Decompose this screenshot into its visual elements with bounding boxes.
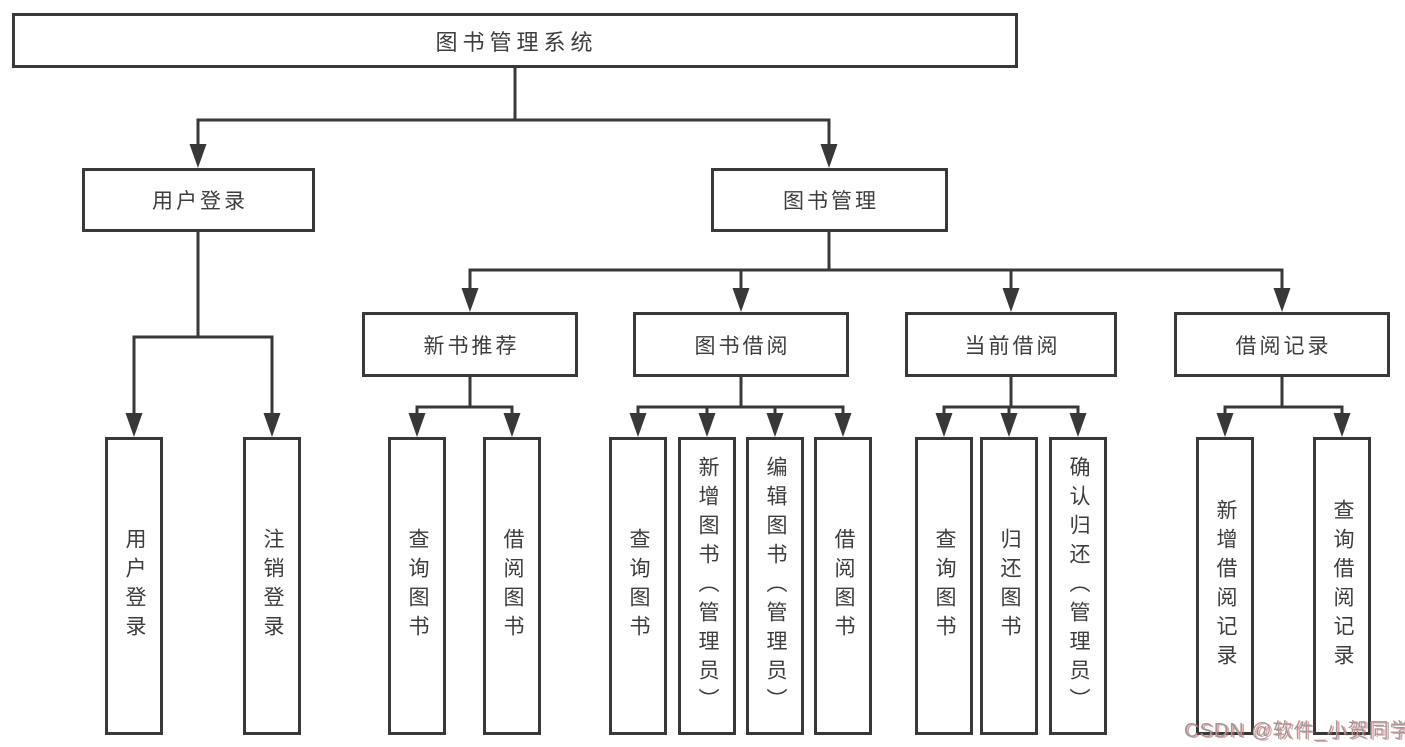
arrowheads-new-rec-to-leaves <box>408 413 521 437</box>
connector-new-rec-to-leaves <box>415 377 514 417</box>
leaf-borrow-query-books: 查询图书 <box>609 437 667 735</box>
leaf-user-login: 用户登录 <box>105 437 163 735</box>
connector-current-to-leaves <box>942 377 1080 417</box>
node-current-borrow-label: 当前借阅 <box>964 334 1061 358</box>
leaf-current-confirm-return-admin: 确认归还（管理员） <box>1049 437 1107 735</box>
leaf-newrec-borrow-books-label: 借阅图书 <box>501 528 524 644</box>
leaf-current-return-books: 归还图书 <box>980 437 1038 735</box>
node-new-book-rec: 新书推荐 <box>362 312 578 377</box>
leaf-current-query-books: 查询图书 <box>915 437 973 735</box>
leaf-record-add-record: 新增借阅记录 <box>1196 437 1254 735</box>
node-user-login-label: 用户登录 <box>152 190 248 213</box>
leaf-logout-label: 注销登录 <box>261 528 284 644</box>
leaf-borrow-borrow-books-label: 借阅图书 <box>832 528 855 644</box>
connector-borrow-to-leaves <box>636 377 845 417</box>
leaf-record-query-record-label: 查询借阅记录 <box>1331 499 1354 673</box>
node-borrow-record: 借阅记录 <box>1174 312 1390 377</box>
leaf-borrow-edit-books-admin-label: 编辑图书（管理员） <box>764 455 787 717</box>
node-current-borrow: 当前借阅 <box>905 312 1117 377</box>
leaf-user-login-label: 用户登录 <box>123 528 146 644</box>
node-system-label: 图书管理系统 <box>435 29 598 55</box>
node-user-login: 用户登录 <box>82 168 315 232</box>
node-book-mgmt-label: 图书管理 <box>783 190 879 213</box>
node-book-mgmt: 图书管理 <box>711 168 948 232</box>
connector-user-login-to-leaves <box>132 232 274 415</box>
leaf-logout: 注销登录 <box>243 437 301 735</box>
leaf-record-query-record: 查询借阅记录 <box>1313 437 1371 735</box>
leaf-newrec-query-books: 查询图书 <box>388 437 446 735</box>
node-book-borrow-label: 图书借阅 <box>694 334 791 358</box>
arrowheads-current-to-leaves <box>935 413 1087 437</box>
connector-system-to-level2 <box>196 68 831 146</box>
leaf-borrow-edit-books-admin: 编辑图书（管理员） <box>746 437 804 735</box>
node-system: 图书管理系统 <box>12 13 1018 68</box>
arrowheads-user-login-to-leaves <box>125 413 281 437</box>
leaf-borrow-add-books-admin: 新增图书（管理员） <box>678 437 736 735</box>
node-borrow-record-label: 借阅记录 <box>1235 334 1332 358</box>
leaf-newrec-borrow-books: 借阅图书 <box>483 437 541 735</box>
node-new-book-rec-label: 新书推荐 <box>423 334 520 358</box>
leaf-current-return-books-label: 归还图书 <box>998 528 1021 644</box>
leaf-borrow-add-books-admin-label: 新增图书（管理员） <box>696 455 719 717</box>
node-book-borrow: 图书借阅 <box>633 312 849 377</box>
csdn-watermark: CSDN @软件_小贺同学 <box>1184 720 1405 742</box>
leaf-newrec-query-books-label: 查询图书 <box>406 528 429 644</box>
leaf-current-query-books-label: 查询图书 <box>933 528 956 644</box>
leaf-record-add-record-label: 新增借阅记录 <box>1214 499 1237 673</box>
leaf-borrow-query-books-label: 查询图书 <box>627 528 650 644</box>
arrowheads-borrow-to-leaves <box>629 413 852 437</box>
connector-record-to-leaves <box>1223 377 1344 417</box>
leaf-current-confirm-return-admin-label: 确认归还（管理员） <box>1067 455 1090 717</box>
arrowheads-record-to-leaves <box>1216 413 1351 437</box>
arrowheads-system-to-level2 <box>189 144 838 168</box>
leaf-borrow-borrow-books: 借阅图书 <box>814 437 872 735</box>
connector-book-mgmt-to-level3 <box>468 232 1284 290</box>
arrowheads-book-mgmt-to-level3 <box>461 288 1291 312</box>
